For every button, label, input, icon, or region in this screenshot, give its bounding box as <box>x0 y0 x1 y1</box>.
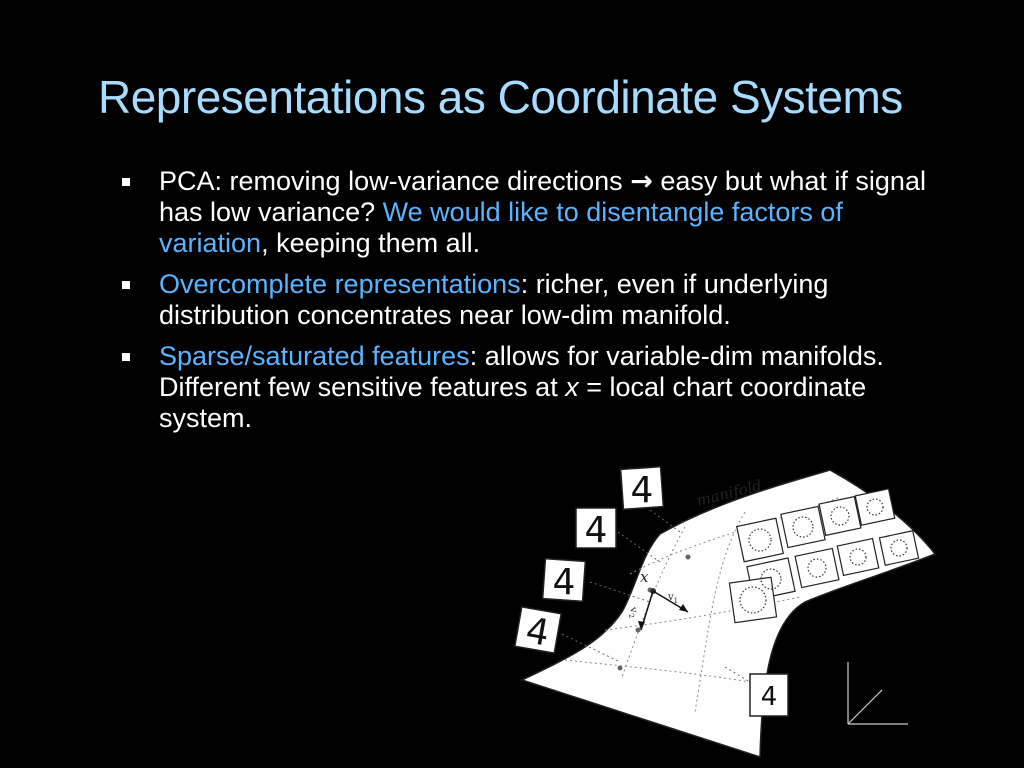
digit-box: 4 <box>749 673 789 717</box>
bullet-square-icon <box>122 281 130 289</box>
bullet-item-pca: PCA: removing low-variance directions → … <box>122 166 942 259</box>
svg-text:4: 4 <box>553 562 576 603</box>
highlight-text: Overcomplete representations <box>159 269 521 299</box>
bullet-text: , keeping them all. <box>261 228 481 258</box>
bullet-list: PCA: removing low-variance directions → … <box>122 166 942 444</box>
bullet-text: : richer, even if underlying distributio… <box>159 269 829 330</box>
bullet-text: PCA: removing low-variance directions <box>159 166 631 196</box>
slide-title: Representations as Coordinate Systems <box>98 71 903 123</box>
variable-x: x <box>565 372 579 402</box>
digit-box: 4 <box>575 507 617 551</box>
bullet-text: : allows for variable-dim manifolds. Dif… <box>159 341 884 402</box>
vector2-label: v2 <box>625 605 640 619</box>
svg-text:4: 4 <box>761 682 778 712</box>
manifold-figure: manifold x v1 v2 4 4 4 <box>510 462 950 768</box>
digit-box: 4 <box>541 557 587 603</box>
manifold-illustration: manifold x v1 v2 4 4 4 <box>513 465 937 759</box>
bullet-item-sparse: Sparse/saturated features: allows for va… <box>122 341 942 434</box>
digit-thumbnails <box>728 488 920 624</box>
highlight-text: Sparse/saturated features <box>159 341 470 371</box>
bullet-text: easy but what if signal has low variance… <box>159 166 926 227</box>
axes-icon <box>847 662 908 725</box>
manifold-surface <box>519 469 937 759</box>
bullet-square-icon <box>122 353 130 361</box>
point-x-label: x <box>640 568 649 586</box>
bullet-square-icon <box>122 178 130 186</box>
vector1-label: v1 <box>667 592 678 605</box>
highlight-text: We would like to disentangle factors of … <box>159 197 843 258</box>
svg-text:4: 4 <box>631 470 654 511</box>
digit-box: 4 <box>513 605 563 655</box>
bullet-item-overcomplete: Overcomplete representations: richer, ev… <box>122 269 942 331</box>
bullet-text: = local chart coordinate system. <box>159 372 867 433</box>
right-arrow-icon: → <box>630 166 653 197</box>
svg-text:4: 4 <box>585 510 608 551</box>
digit-box: 4 <box>619 465 665 511</box>
